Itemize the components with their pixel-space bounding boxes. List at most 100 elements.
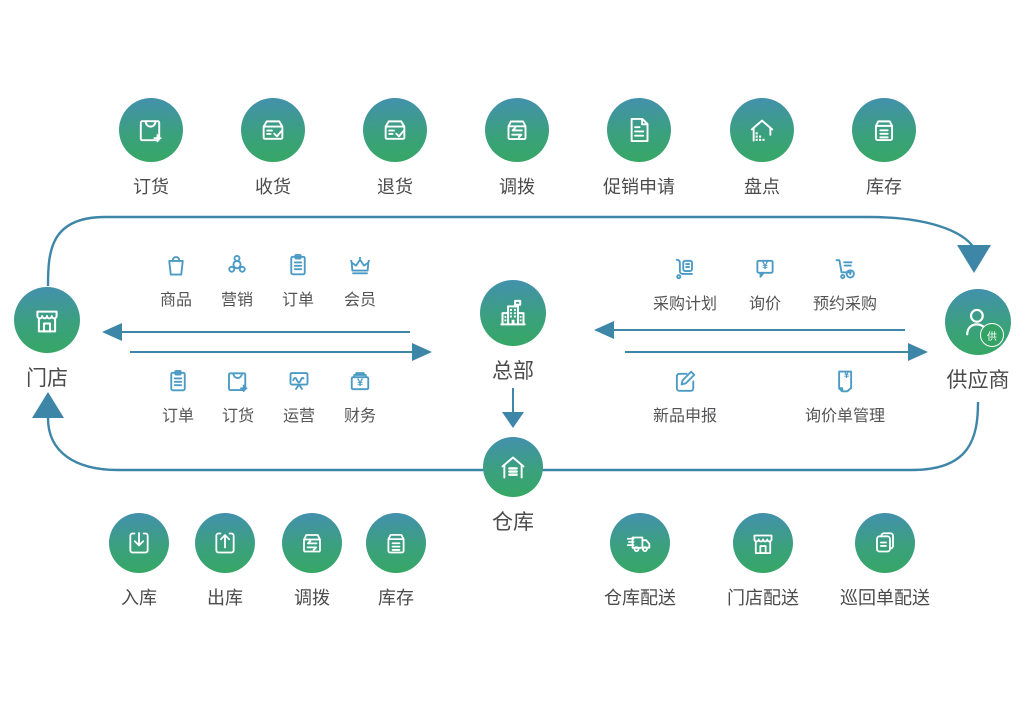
top-flow-item: 促销申请 (579, 98, 699, 199)
flow-item: 商品 (146, 250, 206, 310)
flow-item: 会员 (330, 250, 390, 310)
flow-item: 采购计划 (640, 254, 730, 314)
flow-item-label: 采购计划 (652, 296, 717, 313)
flow-item-label: 询价 (748, 296, 781, 313)
flow-item: 运营 (269, 366, 329, 426)
box-swap-icon (485, 98, 549, 162)
box-check-icon (241, 98, 305, 162)
loop-bottom-path (46, 401, 980, 472)
delivery-item: 门店配送 (698, 513, 828, 610)
inbound-icon (109, 513, 169, 573)
flow-item-label: 新品申报 (652, 408, 717, 425)
box-lines-icon (366, 513, 426, 573)
warehouse-flow-item: 出库 (170, 513, 280, 610)
house-dots-icon (730, 98, 794, 162)
delivery-item-label: 巡回单配送 (840, 588, 930, 608)
delivery-item-label: 仓库配送 (604, 588, 676, 608)
cash-box-icon: ¥ (345, 366, 375, 396)
top-flow-item: 调拨 (457, 98, 577, 199)
node-warehouse-label: 仓库 (492, 511, 534, 534)
outbound-icon (195, 513, 255, 573)
node-supplier: 供 供应商 (918, 289, 1025, 394)
top-flow-label: 订货 (133, 177, 169, 197)
bubble-yen-icon: ¥ (750, 254, 780, 284)
top-flow-label: 库存 (866, 177, 902, 197)
flow-item-label: 订单 (281, 292, 314, 309)
edit-pencil-icon (670, 366, 700, 396)
flow-item: 营销 (207, 250, 267, 310)
warehouse-flow-label: 调拨 (294, 588, 330, 608)
doc-yen-icon: ¥ (830, 366, 860, 396)
warehouse-flow-label: 出库 (207, 588, 243, 608)
flow-item: ¥ 财务 (330, 366, 390, 426)
top-flow-item: 盘点 (702, 98, 822, 199)
node-supplier-label: 供应商 (946, 369, 1010, 392)
warehouse-flow-item: 入库 (84, 513, 194, 610)
marketing-circles-icon (222, 250, 252, 280)
flow-item-label: 订货 (221, 408, 254, 425)
flow-item: 预约采购 (800, 254, 890, 314)
delivery-truck-icon (610, 513, 670, 573)
hq-building-icon (480, 280, 546, 346)
store-hq-right-arrowhead (412, 343, 432, 361)
document-icon (607, 98, 671, 162)
top-flow-label: 退货 (377, 177, 413, 197)
delivery-item-label: 门店配送 (727, 588, 799, 608)
node-store: 门店 (0, 287, 107, 392)
loop-arrow-to-store (32, 392, 64, 418)
flow-item-label: 运营 (282, 408, 315, 425)
trolley-doc-icon (670, 254, 700, 284)
cart-reel-icon (830, 254, 860, 284)
flow-item: ¥ 询价 (720, 254, 810, 314)
flow-item: 订单 (268, 250, 328, 310)
node-headquarters: 总部 (453, 280, 573, 385)
hq-warehouse-arrowhead (502, 412, 524, 428)
flow-item-label: 商品 (159, 292, 192, 309)
flow-item: 订单 (148, 366, 208, 426)
bag-plus-icon (119, 98, 183, 162)
storefront-icon (733, 513, 793, 573)
top-flow-label: 盘点 (744, 177, 780, 197)
flow-item: 订货 (208, 366, 268, 426)
box-check-icon (363, 98, 427, 162)
flow-item: ¥ 询价单管理 (780, 366, 910, 426)
bag-plus-icon (223, 366, 253, 396)
node-headquarters-label: 总部 (492, 360, 534, 383)
store-hq-left-arrowhead (102, 323, 122, 341)
hq-supplier-right-arrowhead (908, 343, 928, 361)
supplier-badge: 供 (980, 323, 1004, 347)
loop-arrow-to-supplier (957, 245, 991, 273)
crown-icon (345, 250, 375, 280)
shopping-bag-icon (161, 250, 191, 280)
top-flow-label: 调拨 (499, 177, 535, 197)
warehouse-flow-label: 入库 (121, 588, 157, 608)
delivery-item: 巡回单配送 (820, 513, 950, 610)
clipboard-icon (283, 250, 313, 280)
flow-item-label: 询价单管理 (804, 408, 885, 425)
top-flow-item: 订货 (91, 98, 211, 199)
node-warehouse: 仓库 (453, 437, 573, 536)
warehouse-flow-item: 调拨 (257, 513, 367, 610)
clipboard-icon (163, 366, 193, 396)
flow-item: 新品申报 (620, 366, 750, 426)
top-flow-item: 收货 (213, 98, 333, 199)
flow-item-label: 订单 (161, 408, 194, 425)
board-wave-icon (284, 366, 314, 396)
box-swap-icon (282, 513, 342, 573)
top-flow-label: 促销申请 (603, 177, 675, 197)
node-store-label: 门店 (26, 367, 68, 390)
storefront-icon (14, 287, 80, 353)
hq-supplier-left-arrowhead (594, 321, 614, 339)
flow-item-label: 财务 (343, 408, 376, 425)
warehouse-icon (483, 437, 543, 497)
top-flow-label: 收货 (255, 177, 291, 197)
delivery-item: 仓库配送 (575, 513, 705, 610)
flow-item-label: 预约采购 (812, 296, 877, 313)
supplier-person-icon: 供 (945, 289, 1011, 355)
loop-top-path (46, 215, 976, 287)
stacked-docs-icon (855, 513, 915, 573)
top-flow-item: 库存 (824, 98, 944, 199)
warehouse-flow-item: 库存 (341, 513, 451, 610)
